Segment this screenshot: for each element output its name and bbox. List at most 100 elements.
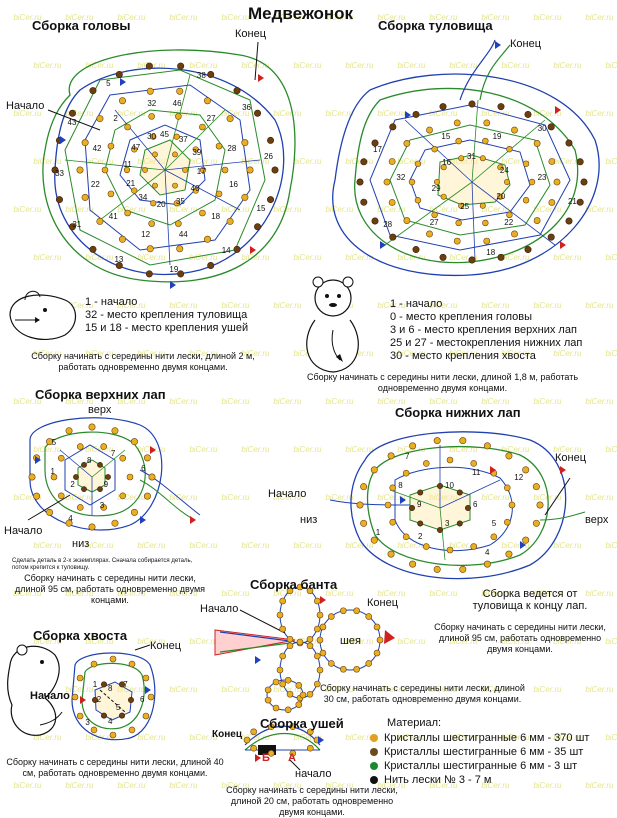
watermark-text: biCer.ru xyxy=(605,445,617,454)
bead xyxy=(146,245,154,253)
body-diagram xyxy=(332,39,600,277)
head-number: 31 xyxy=(72,220,82,230)
bead xyxy=(90,660,98,668)
bead xyxy=(497,193,504,200)
watermark-text: biCer.ru xyxy=(221,109,250,118)
arrow-icon xyxy=(150,446,156,454)
bead xyxy=(92,696,99,703)
bead xyxy=(148,473,156,481)
bead xyxy=(453,119,461,127)
watermark-text: biCer.ru xyxy=(189,61,218,70)
bead xyxy=(433,565,441,573)
bead xyxy=(221,166,229,174)
bead xyxy=(402,533,410,541)
ears-b-label: Б xyxy=(262,752,270,764)
bead xyxy=(533,217,541,224)
head-number: 17 xyxy=(196,166,206,176)
bead xyxy=(107,190,115,198)
watermark-text: biCer.ru xyxy=(13,397,42,406)
watermark-text: biCer.ru xyxy=(553,541,582,550)
bead xyxy=(233,87,241,95)
bead xyxy=(73,474,79,480)
head-number: 41 xyxy=(108,211,118,221)
watermark-text: biCer.ru xyxy=(65,397,94,406)
lower-paws-number: 6 xyxy=(473,500,478,509)
watermark-text: biCer.ru xyxy=(501,253,530,262)
bead xyxy=(511,126,518,134)
lower-paws-number: 7 xyxy=(405,452,410,462)
bead xyxy=(497,253,505,261)
lower-paws-top-label: верх xyxy=(585,514,609,526)
bead xyxy=(503,518,511,526)
arrow-icon xyxy=(318,736,324,744)
tail-number: 4 xyxy=(108,716,113,726)
bead xyxy=(76,674,84,682)
bow-heading: Сборка банта xyxy=(250,577,338,592)
bead xyxy=(296,638,304,646)
watermark-text: biCer.ru xyxy=(377,301,406,310)
watermark-text: biCer.ru xyxy=(85,445,114,454)
bead xyxy=(199,166,207,174)
bead xyxy=(76,166,84,174)
lower-paws-number: 3 xyxy=(445,519,450,529)
bead xyxy=(483,119,491,127)
head-number: 45 xyxy=(160,130,169,139)
bead xyxy=(215,142,223,150)
bead xyxy=(360,483,368,491)
bead xyxy=(176,87,184,95)
bead xyxy=(131,187,138,194)
ears-note: Сборку начинать с середины нити лески, д… xyxy=(226,785,398,817)
arrow-icon xyxy=(140,516,146,524)
upper-paws-number: 9 xyxy=(103,479,109,489)
bead xyxy=(436,526,443,533)
bead xyxy=(524,246,532,254)
head-number: 22 xyxy=(90,180,100,190)
bead xyxy=(314,597,321,605)
bead xyxy=(414,197,422,204)
bead xyxy=(152,182,158,189)
bead xyxy=(314,625,321,633)
bead xyxy=(271,166,279,174)
body-number: 20 xyxy=(496,192,506,202)
head-number: 12 xyxy=(141,230,151,240)
bead xyxy=(81,139,89,147)
arrow-icon xyxy=(560,241,566,249)
bead xyxy=(89,245,97,253)
watermark-text: biCer.ru xyxy=(189,733,218,742)
watermark-text: biCer.ru xyxy=(345,253,374,262)
lower-paws-number: 5 xyxy=(491,518,497,528)
watermark-text: biCer.ru xyxy=(429,493,458,502)
upper-paws-number: 2 xyxy=(70,479,75,489)
watermark-text: biCer.ru xyxy=(397,541,426,550)
bead xyxy=(109,731,117,739)
bead xyxy=(81,193,89,201)
bead xyxy=(215,190,223,198)
bead xyxy=(360,198,368,206)
bead xyxy=(306,690,314,698)
watermark-text: biCer.ru xyxy=(377,13,406,22)
bead xyxy=(97,461,103,468)
watermark-text: biCer.ru xyxy=(449,61,478,70)
watermark-text: biCer.ru xyxy=(449,637,478,646)
lower-paws-number: 11 xyxy=(472,467,481,477)
lower-paws-diagram xyxy=(329,431,586,580)
bead xyxy=(267,136,275,144)
watermark-text: biCer.ru xyxy=(85,541,114,550)
bead xyxy=(152,151,158,158)
tail-diagram xyxy=(71,644,156,741)
bead xyxy=(412,110,420,118)
arrow-icon xyxy=(405,111,411,119)
watermark-text: biCer.ru xyxy=(605,61,617,70)
arrow-icon xyxy=(495,41,501,49)
watermark-text: biCer.ru xyxy=(605,253,617,262)
watermark-text: biCer.ru xyxy=(117,685,146,694)
watermark-text: biCer.ru xyxy=(585,205,614,214)
bead xyxy=(455,137,462,145)
watermark-text: biCer.ru xyxy=(533,205,562,214)
body-number: 30 xyxy=(537,123,547,133)
watermark-text: biCer.ru xyxy=(325,205,354,214)
ears-heading: Сборка ушей xyxy=(260,716,344,731)
bead xyxy=(506,211,513,219)
watermark-text: biCer.ru xyxy=(501,637,530,646)
head-number: 37 xyxy=(178,134,188,144)
